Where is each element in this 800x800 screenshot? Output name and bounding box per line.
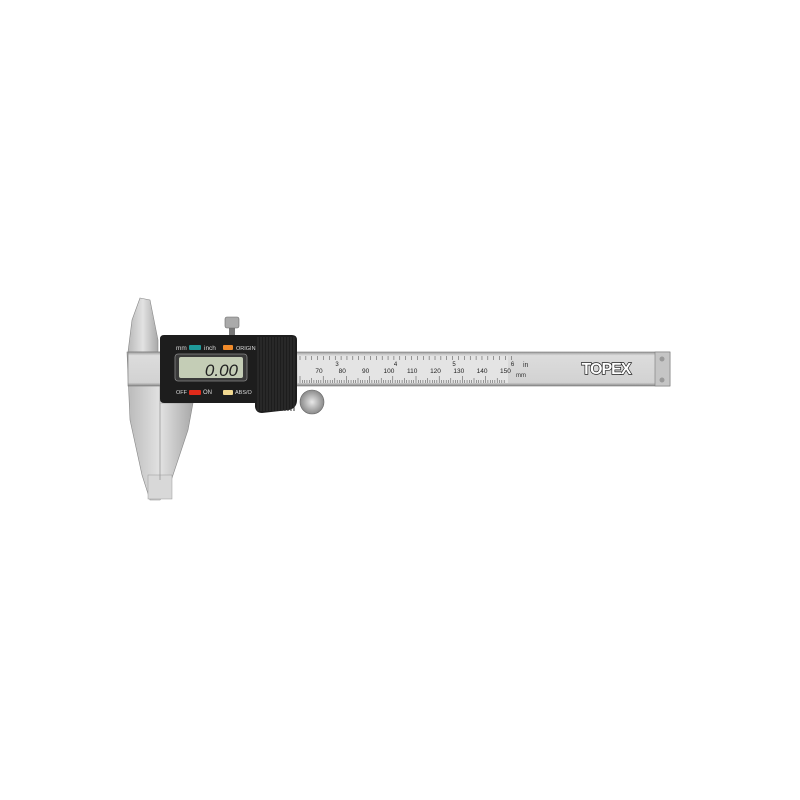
origin-label: ORIGIN bbox=[236, 346, 256, 352]
rivet-icon bbox=[659, 356, 665, 362]
digital-readout-body: 0.00 mm inch ORIGIN OFF ON ABS/O bbox=[160, 335, 297, 413]
mm-number: 90 bbox=[362, 368, 370, 375]
origin-button[interactable] bbox=[223, 345, 233, 350]
inch-unit-label: in bbox=[523, 362, 529, 369]
lock-screw[interactable] bbox=[224, 316, 240, 336]
mm-unit-label: mm bbox=[516, 373, 526, 379]
upper-jaw bbox=[127, 297, 159, 353]
inch-number: 6 bbox=[511, 362, 515, 368]
inch-label: inch bbox=[204, 345, 216, 352]
brand-logo: TOPEX bbox=[582, 361, 632, 378]
inch-number: 5 bbox=[452, 362, 456, 368]
inch-number: 3 bbox=[335, 362, 339, 368]
thumb-wheel[interactable] bbox=[299, 389, 325, 415]
mm-number: 130 bbox=[453, 368, 464, 375]
mm-number: 100 bbox=[383, 368, 394, 375]
lcd-reading: 0.00 bbox=[205, 361, 239, 380]
mm-number: 110 bbox=[407, 368, 418, 375]
power-button[interactable] bbox=[189, 390, 201, 395]
mm-number: 80 bbox=[339, 368, 347, 375]
grip-ridges bbox=[257, 337, 295, 411]
off-label: OFF bbox=[176, 390, 188, 396]
mm-inch-button[interactable] bbox=[189, 345, 201, 350]
mm-label: mm bbox=[176, 345, 187, 352]
lower-jaw bbox=[126, 351, 194, 501]
mm-scale-numbers: 70 80 90 100 110 120 130 140 150 bbox=[315, 368, 511, 375]
abs-label: ABS/O bbox=[235, 390, 253, 396]
inch-scale-numbers: 3 4 5 6 bbox=[335, 362, 515, 368]
mm-number: 120 bbox=[430, 368, 441, 375]
lcd-screen bbox=[179, 357, 243, 378]
abs-button[interactable] bbox=[223, 390, 233, 395]
rivet-icon bbox=[659, 377, 665, 383]
mm-number: 70 bbox=[315, 368, 323, 375]
scale-ticks bbox=[299, 356, 512, 383]
inch-number: 4 bbox=[394, 362, 398, 368]
mm-number: 140 bbox=[477, 368, 488, 375]
mm-number: 150 bbox=[500, 368, 511, 375]
on-label: ON bbox=[203, 390, 212, 396]
